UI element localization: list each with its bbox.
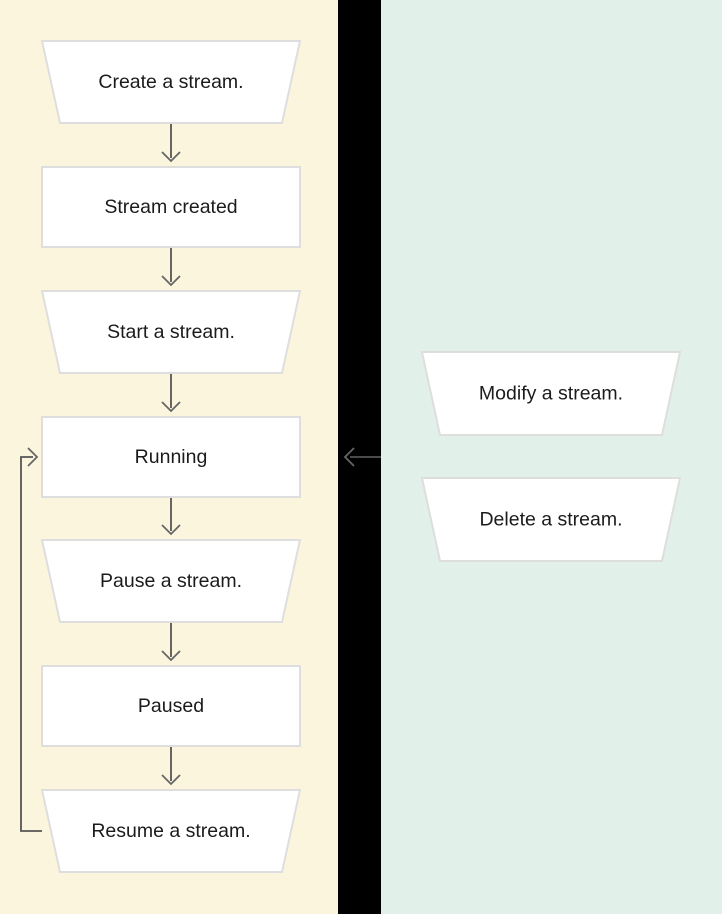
pause-a-stream-shape[interactable]: [40, 539, 302, 623]
pause-a-stream-label: Pause a stream.: [100, 570, 242, 592]
arrowhead-paused-to-resume: [161, 774, 181, 786]
running-shape[interactable]: [41, 416, 301, 498]
stream-operations-panel: [381, 0, 722, 914]
stream-created-shape[interactable]: [41, 166, 301, 248]
node-pause-a-stream[interactable]: Pause a stream.: [40, 539, 302, 623]
node-layer: Create a stream. Stream created Start a …: [40, 40, 682, 873]
node-stream-created[interactable]: Stream created: [41, 166, 301, 248]
delete-a-stream-shape[interactable]: [420, 477, 682, 562]
node-paused[interactable]: Paused: [41, 665, 301, 747]
resume-a-stream-label: Resume a stream.: [91, 820, 250, 842]
paused-shape[interactable]: [41, 665, 301, 747]
delete-a-stream-label: Delete a stream.: [479, 509, 622, 531]
stream-created-label: Stream created: [104, 196, 237, 218]
running-label: Running: [135, 446, 208, 468]
connector-layer: [20, 123, 381, 832]
connector-resume-to-running: [20, 456, 42, 832]
node-create-a-stream[interactable]: Create a stream.: [40, 40, 302, 124]
start-a-stream-label: Start a stream.: [107, 321, 235, 343]
arrowhead-resume-to-running: [27, 447, 39, 467]
arrowhead-operations-to-running: [343, 447, 355, 467]
create-a-stream-label: Create a stream.: [98, 71, 243, 93]
create-a-stream-shape[interactable]: [40, 40, 302, 124]
resume-a-stream-shape[interactable]: [40, 789, 302, 873]
node-start-a-stream[interactable]: Start a stream.: [40, 290, 302, 374]
node-running[interactable]: Running: [41, 416, 301, 498]
node-resume-a-stream[interactable]: Resume a stream.: [40, 789, 302, 873]
start-a-stream-shape[interactable]: [40, 290, 302, 374]
modify-a-stream-shape[interactable]: [420, 351, 682, 436]
arrowhead-running-to-pause: [161, 524, 181, 536]
arrowhead-pause-to-paused: [161, 650, 181, 662]
node-modify-a-stream[interactable]: Modify a stream.: [420, 351, 682, 436]
paused-label: Paused: [138, 695, 204, 717]
arrowhead-create-to-created: [161, 151, 181, 163]
modify-a-stream-label: Modify a stream.: [479, 383, 623, 405]
arrowhead-created-to-start: [161, 275, 181, 287]
arrowhead-start-to-running: [161, 401, 181, 413]
node-delete-a-stream[interactable]: Delete a stream.: [420, 477, 682, 562]
